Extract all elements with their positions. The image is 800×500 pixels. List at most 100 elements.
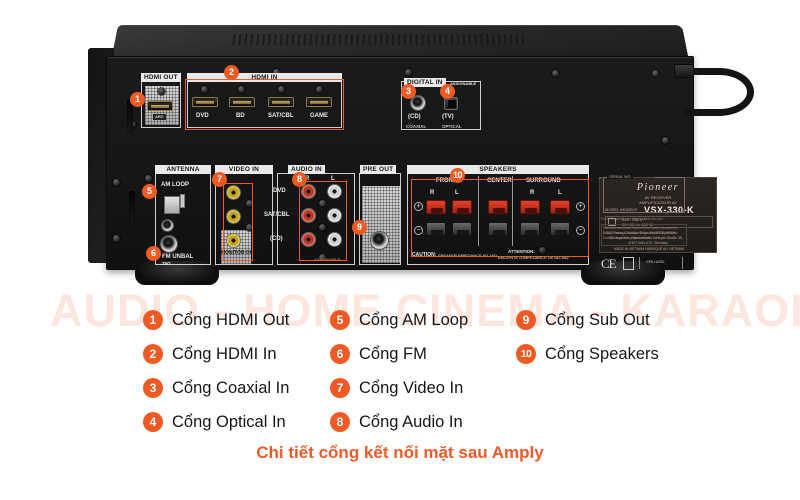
video-in-title: VIDEO IN xyxy=(215,165,273,174)
audio-in-row-2: (CD) xyxy=(270,236,283,242)
legend-label-10: Cổng Speakers xyxy=(545,344,659,363)
coaxial-in-jack xyxy=(411,96,425,110)
hdmi-out-port xyxy=(147,101,173,111)
amp-badge-3[interactable]: 3 xyxy=(401,84,416,99)
fm-ohm-label: 75Ω xyxy=(162,261,171,266)
amp-badge-7[interactable]: 7 xyxy=(212,172,227,187)
hdmi-in-label-3: GAME xyxy=(310,113,328,119)
legend-label-7: Cổng Video In xyxy=(359,378,464,397)
highlight-audio-in xyxy=(299,181,347,261)
monitor-out-label: MONITOR OUT xyxy=(221,250,257,256)
chassis-slot-vent xyxy=(127,99,133,133)
cpa-label-text: CPA LABEL xyxy=(646,260,666,264)
spec-amplificateur: AMPLIFICATEUR AV xyxy=(639,200,677,205)
hdmi-in-port-game xyxy=(306,97,332,107)
binding-post-center-neg xyxy=(488,222,508,236)
amp-badge-8[interactable]: 8 xyxy=(292,172,307,187)
pre-out-group: PRE OUT SUBWOOFER xyxy=(359,165,401,265)
legend-item-8[interactable]: 8 Cổng Audio In xyxy=(330,412,463,432)
legend-list: 1 Cổng HDMI Out 2 Cổng HDMI In 3 Cổng Co… xyxy=(0,305,800,445)
chassis-screw xyxy=(405,69,412,76)
amp-badge-4[interactable]: 4 xyxy=(440,84,455,99)
speaker-minus-left: − xyxy=(414,226,423,235)
fm-unbal-label: FM UNBAL xyxy=(162,254,194,260)
amp-badge-2[interactable]: 2 xyxy=(224,65,239,80)
cpa-label-box: CPA LABEL xyxy=(639,257,683,269)
audio-in-rca-r-satcbl xyxy=(302,209,315,222)
amp-badge-6[interactable]: 6 xyxy=(146,246,161,261)
weee-icon xyxy=(623,257,635,270)
digital-in-assignable: ASSIGNABLE xyxy=(450,81,477,86)
amplifier-foot-left xyxy=(135,261,219,285)
opt-type-label: OPTICAL xyxy=(442,124,462,129)
optical-in-jack xyxy=(444,97,458,110)
legend-item-6[interactable]: 6 Cổng FM xyxy=(330,344,427,364)
chassis-screw xyxy=(552,70,559,77)
attention-text: ENCEINTE D'IMPEDANCE DE 6Ω-16Ω xyxy=(498,255,569,260)
audio-in-rca-l-satcbl xyxy=(328,209,341,222)
speakers-center-label: CENTER xyxy=(487,178,512,184)
antenna-title: ANTENNA xyxy=(155,165,211,174)
speaker-plus-left: + xyxy=(414,202,423,211)
audio-in-row-1: SAT/CBL xyxy=(264,212,290,218)
attention-bold: ATTENTION: xyxy=(508,249,535,254)
legend-badge-7: 7 xyxy=(330,378,350,398)
highlight-speakers xyxy=(411,179,589,257)
chassis-slot-vent xyxy=(129,191,135,225)
legend-badge-9: 9 xyxy=(516,310,536,330)
legend-item-4[interactable]: 4 Cổng Optical In xyxy=(143,412,286,432)
opt-ch-label: (TV) xyxy=(442,114,454,120)
video-in-rca-satcbl xyxy=(227,210,240,223)
hdmi-in-port-dvd xyxy=(192,97,218,107)
legend-item-2[interactable]: 2 Cổng HDMI In xyxy=(143,344,277,364)
spec-address-2: EU Importer : Hanns-Martin-Schleyer-Stra… xyxy=(610,236,683,240)
legend-item-1[interactable]: 1 Cổng HDMI Out xyxy=(143,310,289,330)
pre-out-title: PRE OUT xyxy=(360,165,397,174)
subwoofer-pre-out-jack xyxy=(371,232,388,249)
legend-badge-2: 2 xyxy=(143,344,163,364)
hdmi-out-title: HDMI OUT xyxy=(141,73,181,82)
audio-in-row-0: DVD xyxy=(273,188,286,194)
speakers-surround-label: SURROUND xyxy=(526,178,561,184)
legend-label-1: Cổng HDMI Out xyxy=(172,310,290,329)
spec-address-3: 47877 WILLICH, Germany xyxy=(628,241,668,245)
fm-antenna-jack xyxy=(161,236,177,252)
amp-badge-10[interactable]: 10 xyxy=(450,168,465,183)
legend-item-9[interactable]: 9 Cổng Sub Out xyxy=(516,310,650,330)
speakers-front-label: FRONT xyxy=(436,178,457,184)
hdmi-in-label-0: DVD xyxy=(196,113,209,119)
spec-power-1: 220 - 240 V ~ xyxy=(622,217,647,222)
legend-badge-8: 8 xyxy=(330,412,350,432)
speaker-plus-right: + xyxy=(576,202,585,211)
spec-model-number: VSX-330-K xyxy=(644,205,695,215)
speakers-surround-r: R xyxy=(530,190,535,196)
am-loop-terminal xyxy=(164,196,180,214)
audio-in-group: AUDIO IN DVD SAT/CBL (CD) R L ASSIGNABLE xyxy=(264,165,355,265)
antenna-group: ANTENNA AM LOOP FM UNBAL 75Ω xyxy=(155,165,211,266)
spec-model-key: MODEL MODÈLE xyxy=(605,207,638,212)
binding-post-front-l-neg xyxy=(452,222,472,236)
amp-badge-1[interactable]: 1 xyxy=(130,92,145,107)
top-vents xyxy=(232,34,529,46)
legend-label-2: Cổng HDMI In xyxy=(172,344,277,363)
speakers-group: SPEAKERS FRONT R L CENTER SURROUND R L +… xyxy=(407,165,589,265)
digital-in-title: DIGITAL IN xyxy=(404,78,446,87)
chassis-screw xyxy=(113,235,120,242)
highlight-hdmi-in xyxy=(185,79,344,130)
power-cord-inlet xyxy=(674,64,694,78)
amp-badge-9[interactable]: 9 xyxy=(352,220,367,235)
legend-item-7[interactable]: 7 Cổng Video In xyxy=(330,378,463,398)
dolby-line-1: Manufactured under license from Dolby La… xyxy=(603,226,679,230)
hdmi-in-port-bd xyxy=(229,97,255,107)
power-cord xyxy=(684,68,754,116)
legend-item-10[interactable]: 10 Cổng Speakers xyxy=(516,344,659,364)
legend-item-5[interactable]: 5 Cổng AM Loop xyxy=(330,310,468,330)
binding-post-surround-r-pos xyxy=(520,200,540,214)
legend-item-3[interactable]: 3 Cổng Coaxial In xyxy=(143,378,289,398)
video-in-group: VIDEO IN MONITOR OUT xyxy=(215,165,273,265)
amp-badge-5[interactable]: 5 xyxy=(142,184,157,199)
chassis-screw xyxy=(662,137,669,144)
legend-label-8: Cổng Audio In xyxy=(359,412,463,431)
legend-label-4: Cổng Optical In xyxy=(172,412,286,431)
